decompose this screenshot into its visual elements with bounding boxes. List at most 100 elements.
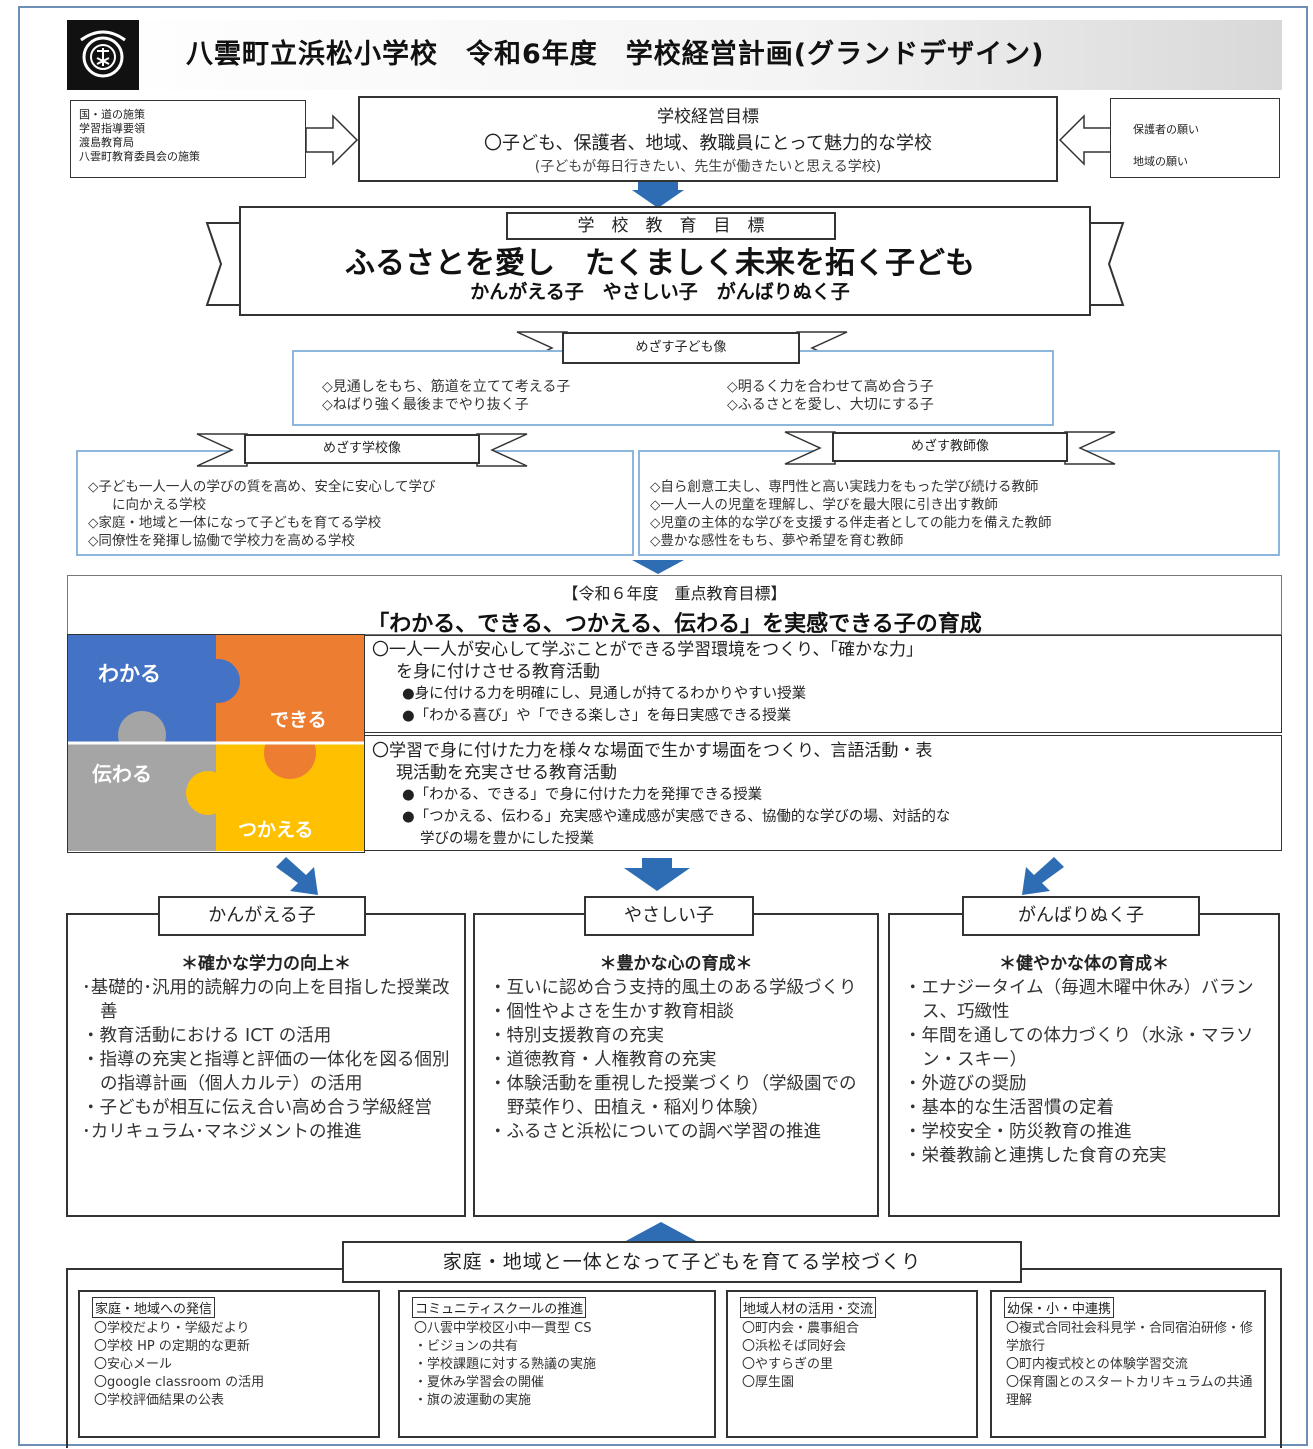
column-item: ・ふるさと浜松についての調べ学習の推進 <box>489 1122 821 1142</box>
focus1-bullet: ●「わかる喜び」や「できる楽しさ」を毎日実感できる授業 <box>402 708 792 724</box>
management-goal-box: 学校経営目標 〇子ども、保護者、地域、教職員にとって魅力的な学校 (子どもが毎日… <box>358 96 1058 182</box>
page-title: 八雲町立浜松小学校 令和6年度 学校経営計画(グランドデザイン) <box>186 39 1045 70</box>
focus1-line2: を身に付けさせる教育活動 <box>396 662 600 682</box>
priority-goal-box: 【令和６年度 重点教育目標】 「わかる、できる、つかえる、伝わる」を実感できる子… <box>67 575 1282 637</box>
school-image-item: に向かえる学校 <box>112 497 207 513</box>
community-item: 〇安心メール <box>94 1357 173 1372</box>
school-image-item: ◇家庭・地域と一体になって子どもを育てる学校 <box>88 515 382 531</box>
management-goal-main: 〇子ども、保護者、地域、教職員にとって魅力的な学校 <box>483 133 933 154</box>
policy-item: 八雲町教育委員会の施策 <box>79 150 200 163</box>
teacher-image-item: ◇一人一人の児童を理解し、学びを最大限に引き出す教師 <box>650 497 998 513</box>
focus1-line1: 〇一人一人が安心して学ぶことができる学習環境をつくり、「確かな力」 <box>372 640 923 660</box>
focus2-bullet: ●「わかる、できる」で身に付けた力を発揮できる授業 <box>402 787 763 803</box>
column-tab-persevere: がんばりぬく子 <box>962 896 1200 936</box>
left-arrow-icon <box>1058 114 1112 166</box>
column-item: ・個性やよさを生かす教育相談 <box>489 1002 734 1022</box>
teacher-image-item: ◇自ら創意工夫し、専門性と高い実践力をもった学び続ける教師 <box>650 479 1039 495</box>
up-arrow-icon <box>624 1222 698 1242</box>
child-image-item: ◇見通しをもち、筋道を立てて考える子 <box>322 379 571 395</box>
down-arrow-icon <box>632 190 684 208</box>
community-box-title: 家庭・地域への発信 <box>92 1297 216 1318</box>
column-box-persevere: ＊健やかな体の育成＊ ・エナジータイム（毎週木曜中休み）バランス、巧緻性 ・年間… <box>888 913 1280 1217</box>
focus2-bullet-cont: 学びの場を豊かにした授業 <box>420 831 594 847</box>
education-goal-scroll <box>205 206 1125 316</box>
community-box-liaison: 幼保・小・中連携 〇複式合同社会科見学・合同宿泊研修・修学旅行 〇町内複式校との… <box>990 1290 1266 1438</box>
column-item: ・指導の充実と指導と評価の一体化を図る個別の指導計画（個人カルテ）の活用 <box>82 1050 450 1094</box>
column-item: ・栄養教諭と連携した食育の充実 <box>904 1146 1167 1166</box>
community-item: 〇厚生園 <box>742 1375 795 1390</box>
puzzle-graphic <box>68 635 364 851</box>
school-image-ribbon <box>196 433 528 467</box>
focus2-line2: 現活動を充実させる教育活動 <box>396 763 617 783</box>
child-image-item: ◇ふるさとを愛し、大切にする子 <box>727 397 934 413</box>
community-item: 〇google classroom の活用 <box>94 1375 265 1390</box>
column-heading: ＊豊かな心の育成＊ <box>599 954 753 974</box>
column-item: ・教育活動における ICT の活用 <box>82 1026 332 1046</box>
management-goal-sub: (子どもが毎日行きたい、先生が働きたいと思える学校) <box>534 159 882 175</box>
wish-item: 地域の願い <box>1133 155 1188 168</box>
priority-goal-main: 「わかる、できる、つかえる、伝わる」を実感できる子の育成 <box>367 612 982 637</box>
column-box-kind: ＊豊かな心の育成＊ ・互いに認め合う支持的風土のある学級づくり ・個性やよさを生… <box>473 913 879 1217</box>
right-arrow-icon <box>305 114 359 166</box>
focus-text-1: 〇一人一人が安心して学ぶことができる学習環境をつくり、「確かな力」 を身に付けさ… <box>372 639 1277 727</box>
policy-item: 学習指導要領 <box>79 122 145 135</box>
community-box-local: 地域人材の活用・交流 〇町内会・農事組合 〇浜松そば同好会 〇やすらぎの里 〇厚… <box>726 1290 978 1438</box>
community-item: 〇町内複式校との体験学習交流 <box>1006 1357 1188 1372</box>
column-item: ・特別支援教育の充実 <box>489 1026 664 1046</box>
community-item: 〇やすらぎの里 <box>742 1357 834 1372</box>
down-right-arrow-icon <box>1022 857 1064 895</box>
focus-box-2 <box>364 735 1282 851</box>
column-heading: ＊確かな学力の向上＊ <box>181 954 351 974</box>
community-item: 〇保育園とのスタートカリキュラムの共通理解 <box>1006 1375 1253 1408</box>
priority-goal-label: 【令和６年度 重点教育目標】 <box>562 584 787 603</box>
column-item: ･カリキュラム･マネジメントの推進 <box>82 1122 362 1142</box>
community-box-title: 幼保・小・中連携 <box>1004 1297 1115 1318</box>
community-item: 〇学校だより・学級だより <box>94 1321 250 1336</box>
column-item: ・体験活動を重視した授業づくり（学級園での野菜作り、田植え・稲刈り体験） <box>489 1074 857 1118</box>
wishes-input-box: 保護者の願い 地域の願い <box>1110 98 1280 178</box>
school-image-item: ◇子ども一人一人の学びの質を高め、安全に安心して学び <box>88 479 436 495</box>
community-item: ・旗の波運動の実施 <box>414 1393 532 1408</box>
header-bar <box>67 20 1282 90</box>
community-item: 〇町内会・農事組合 <box>742 1321 860 1336</box>
column-item: ・エナジータイム（毎週木曜中休み）バランス、巧緻性 <box>904 978 1254 1022</box>
child-image-item: ◇明るく力を合わせて高め合う子 <box>727 379 934 395</box>
school-image-label: めざす学校像 <box>244 434 480 464</box>
community-label-box: 家庭・地域と一体となって子どもを育てる学校づくり <box>342 1241 1022 1283</box>
column-item: ･基礎的･汎用的読解力の向上を目指した授業改善 <box>82 978 450 1022</box>
column-tab-kind: やさしい子 <box>584 896 754 936</box>
puzzle-tsutawaru-label: 伝わる <box>92 762 152 786</box>
school-image-item: ◇同僚性を発揮し協働で学校力を高める学校 <box>88 533 355 549</box>
community-box-title: コミュニティスクールの推進 <box>412 1297 587 1318</box>
column-item: ・道徳教育・人権教育の充実 <box>489 1050 717 1070</box>
down-arrow-icon <box>624 858 690 891</box>
child-image-item: ◇ねばり強く最後までやり抜く子 <box>322 397 529 413</box>
teacher-image-label: めざす教師像 <box>832 432 1068 462</box>
column-tab-thinking: かんがえる子 <box>158 896 366 936</box>
puzzle-wakaru-label: わかる <box>98 662 161 686</box>
puzzle-dekiru-label: できる <box>270 709 327 731</box>
education-goal-label: 学 校 教 育 目 標 <box>506 212 836 240</box>
column-item: ・学校安全・防災教育の推進 <box>904 1122 1132 1142</box>
wish-item: 保護者の願い <box>1133 123 1199 136</box>
focus-text-2: 〇学習で身に付けた力を様々な場面で生かす場面をつくり、言語活動・表 現活動を充実… <box>372 740 1277 850</box>
community-box-outreach: 家庭・地域への発信 〇学校だより・学級だより 〇学校 HP の定期的な更新 〇安… <box>78 1290 380 1438</box>
focus2-bullet: ●「つかえる、伝わる」充実感や達成感が実感できる、協働的な学びの場、対話的な <box>402 809 951 825</box>
community-item: 〇複式合同社会科見学・合同宿泊研修・修学旅行 <box>1006 1321 1254 1354</box>
policy-input-box: 国・道の施策 学習指導要領 渡島教育局 八雲町教育委員会の施策 <box>70 100 306 178</box>
page-frame <box>18 6 1308 1446</box>
focus1-bullet: ●身に付ける力を明確にし、見通しが持てるわかりやすい授業 <box>402 686 807 702</box>
school-emblem-logo <box>67 20 139 90</box>
focus2-line1: 〇学習で身に付けた力を様々な場面で生かす場面をつくり、言語活動・表 <box>372 741 933 761</box>
community-label: 家庭・地域と一体となって子どもを育てる学校づくり <box>442 1251 922 1273</box>
community-item: ・学校課題に対する熟議の実施 <box>414 1357 597 1372</box>
column-box-thinking: ＊確かな学力の向上＊ ･基礎的･汎用的読解力の向上を目指した授業改善 ・教育活動… <box>66 913 466 1217</box>
column-item: ・子どもが相互に伝え合い高め合う学級経営 <box>82 1098 432 1118</box>
column-heading: ＊健やかな体の育成＊ <box>999 954 1169 974</box>
education-goal-sub: かんがえる子 やさしい子 がんばりぬく子 <box>470 281 850 303</box>
column-item: ・基本的な生活習慣の定着 <box>904 1098 1114 1118</box>
education-goal-main: ふるさとを愛し たくましく未来を拓く子ども <box>345 246 975 281</box>
school-image-box: ◇子ども一人一人の学びの質を高め、安全に安心して学び に向かえる学校 ◇家庭・地… <box>76 450 634 556</box>
focus-box-1 <box>364 635 1282 733</box>
community-item: ・夏休み学習会の開催 <box>414 1375 545 1390</box>
